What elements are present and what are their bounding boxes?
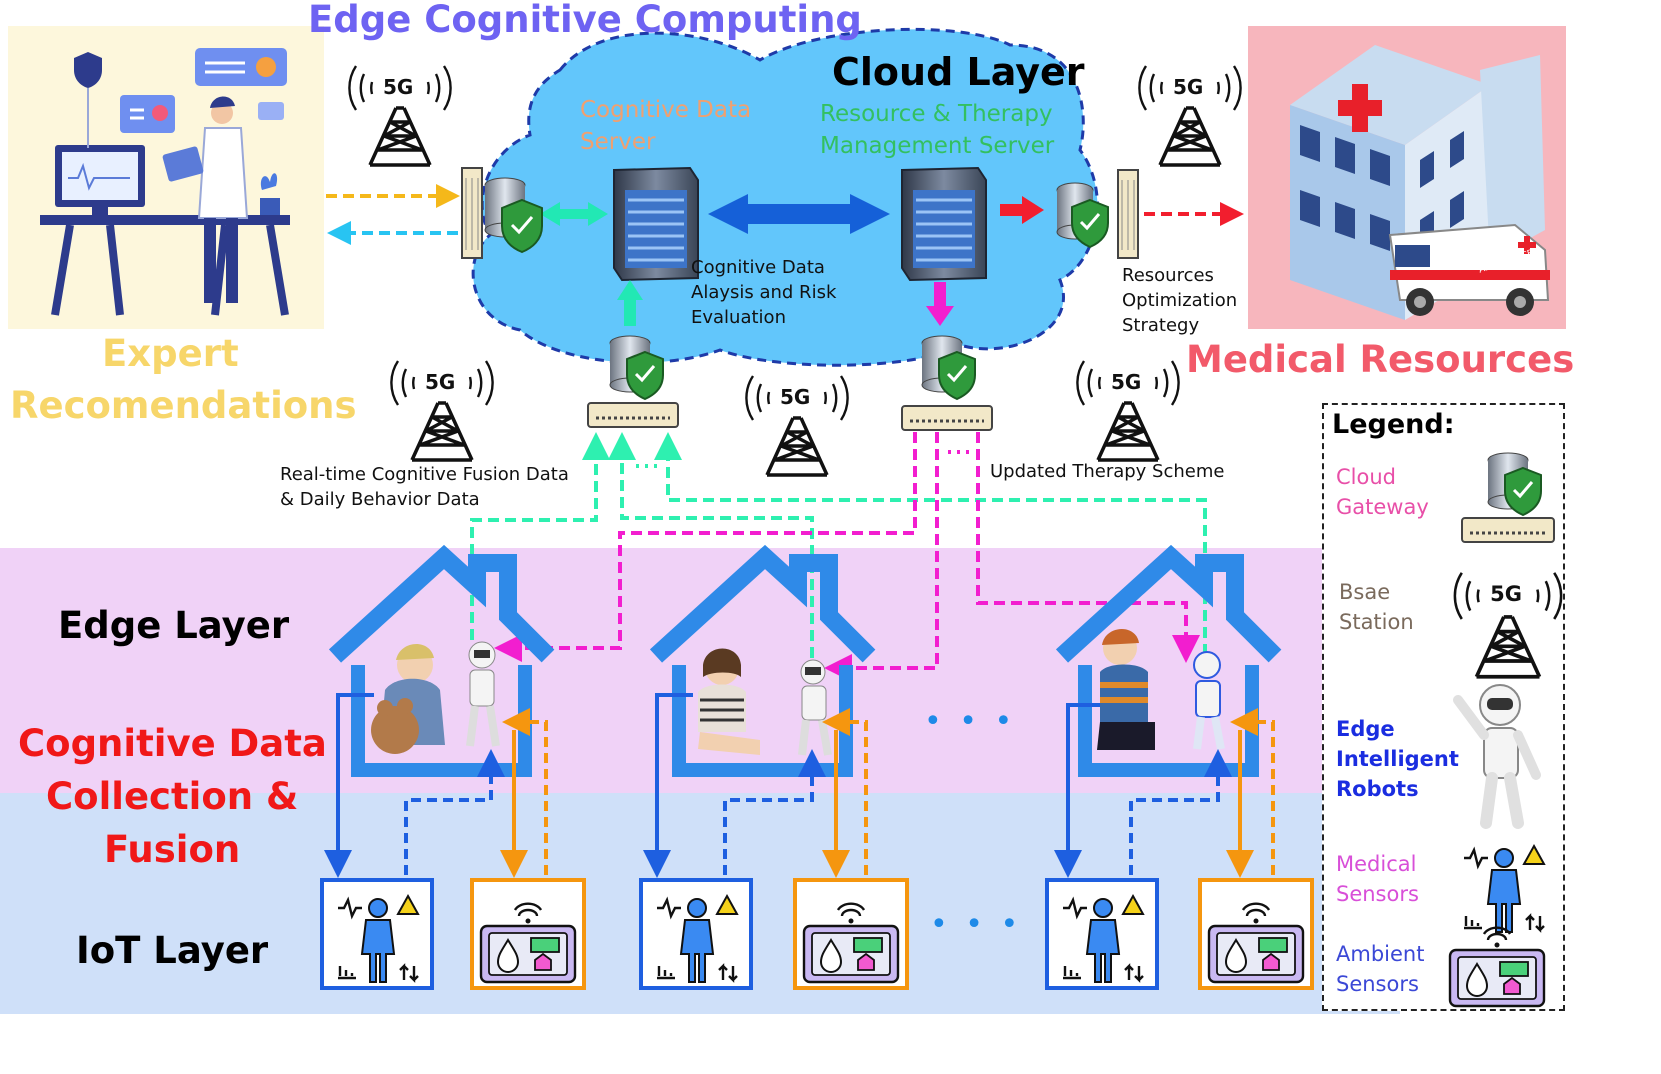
resource-server-label-2: Management Server (820, 133, 1055, 159)
realtime-data-label-2: & Daily Behavior Data (280, 489, 480, 510)
medical-uplink-home1 (404, 749, 505, 875)
legend-medical-sensor-icon (1464, 843, 1546, 933)
sensors-ellipsis: • • • (930, 907, 1023, 942)
5g-tower-icon (1138, 65, 1242, 167)
5g-tower-icon (745, 375, 849, 477)
legend-gateway-2: Gateway (1336, 495, 1429, 519)
left-cloud-gateway-icon (587, 335, 679, 428)
5g-label: 5G (1490, 582, 1522, 607)
edge-layer-label: Edge Layer (58, 604, 290, 647)
medical-resources-label: Medical Resources (1186, 338, 1575, 381)
legend-title: Legend: (1332, 409, 1455, 440)
downlink-home1 (494, 432, 917, 662)
resource-therapy-server-icon (901, 166, 987, 282)
analysis-label-3: Evaluation (691, 307, 786, 328)
medical-link-home1 (324, 693, 374, 878)
cognitive-data-server-icon (613, 166, 699, 282)
medical-link-home2 (643, 693, 693, 878)
analysis-label-1: Cognitive Data (691, 257, 825, 278)
child-2-figure (698, 648, 760, 755)
expert-label-1: Expert (102, 332, 239, 375)
child-1-figure (371, 643, 445, 754)
collection-label-3: Fusion (104, 828, 241, 871)
5g-tower-icon (348, 65, 452, 167)
ambient-sensor-icon (802, 902, 900, 984)
expert-label-2: Recomendations (10, 384, 357, 427)
medical-sensor-icon (657, 893, 739, 983)
medical-sensor-icon (338, 893, 420, 983)
legend-robot-1: Edge (1336, 717, 1395, 741)
right-cloud-gateway-icon (901, 335, 993, 431)
legend-medical-1: Medical (1336, 852, 1417, 876)
home-3-icon (1055, 544, 1282, 777)
legend-ambient-sensor-icon (1448, 926, 1546, 1008)
legend-ambient-2: Sensors (1336, 972, 1419, 996)
server-to-gateway-arrow (1000, 196, 1044, 224)
ambient-uplink-home1 (502, 708, 548, 875)
ambient-sensor-icon (1207, 902, 1305, 984)
realtime-data-label-1: Real-time Cognitive Fusion Data (280, 464, 569, 485)
hospital-illustration (1290, 45, 1550, 320)
iot-layer-label: IoT Layer (76, 929, 269, 972)
updated-therapy-label: Updated Therapy Scheme (990, 461, 1225, 482)
gateway-server-arrow (540, 202, 608, 226)
expert-illustration (40, 48, 290, 316)
downlink-home3 (976, 432, 1200, 663)
legend-robot-icon (1453, 684, 1541, 829)
collection-label-1: Cognitive Data (18, 722, 327, 765)
legend-medical-2: Sensors (1336, 882, 1419, 906)
5g-tower-icon (1076, 360, 1180, 462)
diagram-title: Edge Cognitive Computing (308, 0, 862, 41)
medical-uplink-home2 (723, 749, 826, 875)
right-gateway-icon (1056, 169, 1139, 259)
analysis-label-2: Alaysis and Risk (691, 282, 837, 303)
legend-station-2: Station (1339, 610, 1414, 634)
uplink-home2 (608, 432, 814, 658)
cloud-layer-title: Cloud Layer (832, 50, 1085, 94)
medical-sensor-icon (1063, 893, 1145, 983)
edge-layer-band (0, 548, 1400, 793)
robot-2-figure (798, 659, 832, 756)
robot-1-figure (466, 641, 500, 747)
left-gateway-icon (461, 167, 543, 259)
medical-uplink-home3 (1129, 749, 1232, 875)
5g-label: 5G (1173, 75, 1204, 99)
downlink-from-server-arrow (926, 282, 954, 326)
cognitive-server-label-1: Cognitive Data (580, 97, 752, 123)
5g-tower-icon (390, 360, 494, 462)
homes-ellipsis: • • • (924, 704, 1017, 739)
legend-gateway-icon (1461, 452, 1555, 543)
legend-robot-2: Intelligent (1336, 747, 1459, 771)
5g-label: 5G (425, 370, 456, 394)
legend-gateway-1: Cloud (1336, 465, 1396, 489)
child-3-figure (1097, 628, 1155, 750)
legend-5g-tower-icon (1453, 572, 1563, 679)
optimization-label-1: Resources (1122, 265, 1214, 286)
legend-robot-3: Robots (1336, 777, 1419, 801)
server-sync-arrow (708, 194, 890, 234)
medical-link-home3 (1054, 703, 1100, 878)
optimization-label-2: Optimization (1122, 290, 1238, 311)
iot-sensor-boxes (320, 843, 1546, 1008)
5g-label: 5G (780, 385, 811, 409)
5g-label: 5G (1111, 370, 1142, 394)
legend-station-1: Bsae (1339, 580, 1391, 604)
resource-server-label-1: Resource & Therapy (820, 101, 1053, 127)
ambient-uplink-home3 (1230, 708, 1275, 875)
5g-towers (348, 65, 1563, 679)
uplink-to-server-arrow (617, 280, 643, 326)
robot-3-figure (1193, 651, 1225, 750)
legend-ambient-1: Ambient (1336, 942, 1425, 966)
cognitive-server-label-2: Server (580, 129, 656, 155)
ambient-sensor-icon (479, 902, 577, 984)
downlink-home2 (824, 432, 939, 682)
collection-label-2: Collection & (46, 775, 299, 818)
5g-label: 5G (383, 75, 414, 99)
optimization-label-3: Strategy (1122, 315, 1200, 336)
ambient-uplink-home2 (822, 708, 868, 875)
